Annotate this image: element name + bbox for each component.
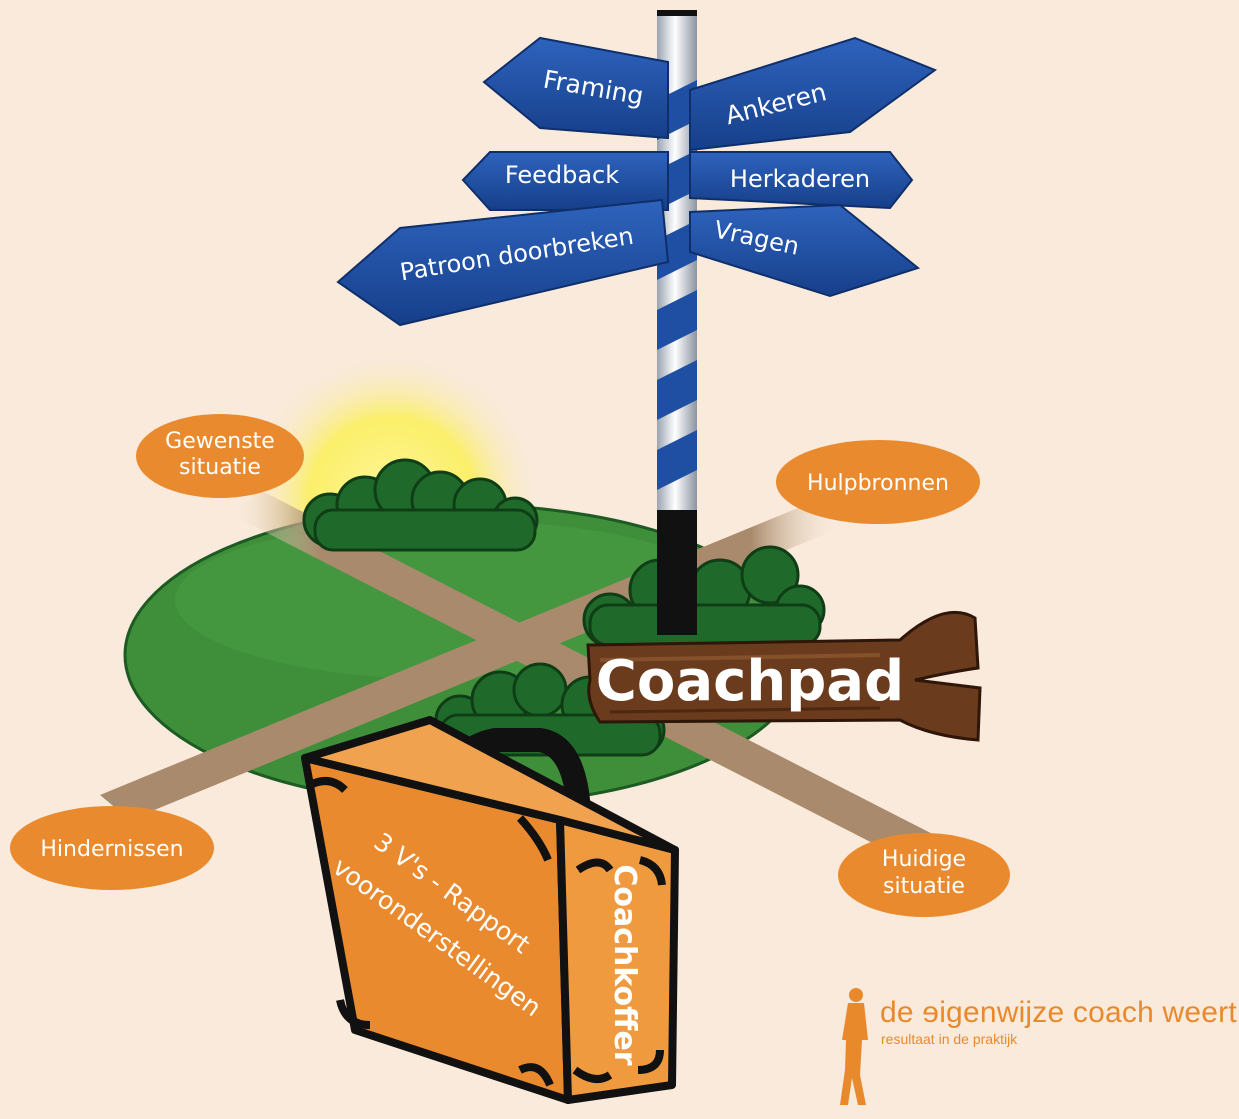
suitcase (301, 716, 679, 1104)
bubble-huidige-situatie: Huidige situatie (838, 833, 1010, 917)
sign-vragen (689, 203, 921, 298)
sign-herkaderen (689, 151, 914, 210)
bubble-hulpbronnen: Hulpbronnen (776, 440, 980, 524)
coachpad-wood-sign (586, 610, 982, 742)
bubble-huidige-line1: Huidige (882, 847, 966, 872)
bubble-hindernissen-text: Hindernissen (40, 837, 183, 862)
sign-feedback (461, 151, 669, 211)
sign-text-feedback: Feedback (505, 161, 619, 189)
walking-figure-logo (840, 988, 868, 1105)
sign-framing (482, 36, 669, 140)
bubble-hulpbronnen-text: Hulpbronnen (807, 471, 949, 496)
sign-text-herkaderen: Herkaderen (730, 165, 870, 193)
bush-right (582, 545, 826, 648)
logo-block: de ɘigenwijze coach weert resultaat in d… (836, 986, 1237, 1106)
bubble-gewenste-situatie: Gewenste situatie (136, 414, 304, 498)
sign-patroon-doorbreken (336, 198, 670, 327)
logo-title: de ɘigenwijze coach weert (880, 996, 1237, 1029)
logo-subtitle: resultaat in de praktijk (881, 1031, 1018, 1047)
bubble-gewenste-line2: situatie (179, 455, 261, 480)
sign-ankeren (689, 36, 938, 152)
bubble-hindernissen: Hindernissen (10, 806, 214, 890)
bubble-huidige-line2: situatie (883, 874, 965, 899)
suitcase-side-label: Coachkoffer (607, 864, 642, 1065)
coachpad-label: Coachpad (596, 649, 904, 714)
bubble-gewenste-line1: Gewenste (165, 429, 275, 454)
bush-back (302, 458, 539, 552)
